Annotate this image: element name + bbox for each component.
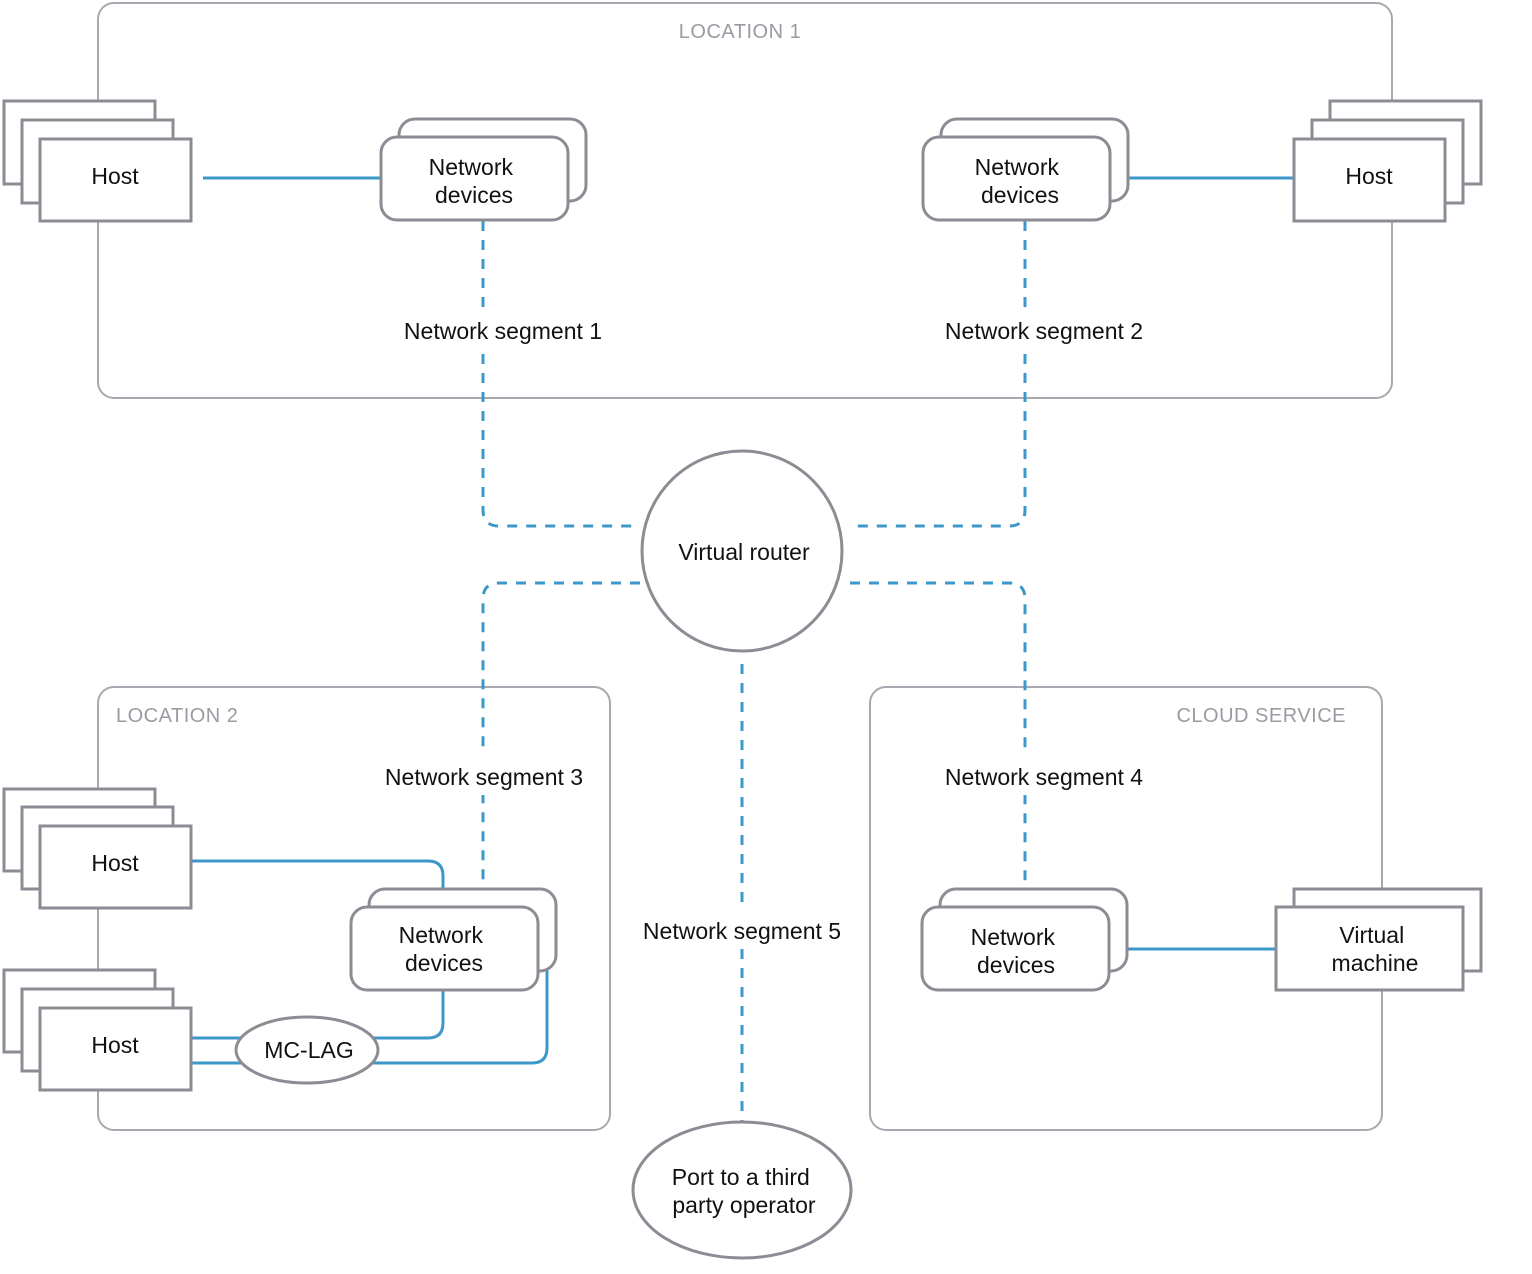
network-devices-l1-right[interactable]: Network devices	[921, 117, 1130, 222]
virtual-machine[interactable]: Virtual machine	[1274, 887, 1483, 992]
virtual-router-label: Virtual router	[678, 539, 810, 565]
host-l1-right[interactable]: Host	[1292, 99, 1483, 223]
network-devices-cloud[interactable]: Network devices	[920, 887, 1129, 992]
virtual-network-segments	[481, 221, 1027, 1122]
host-l1-left-label: Host	[91, 163, 139, 189]
network-devices-l1-right-label: Network devices	[975, 154, 1066, 208]
host-l2-top-label: Host	[91, 850, 139, 876]
virtual-router[interactable]: Virtual router	[640, 449, 844, 653]
segment-1-label: Network segment 1	[404, 318, 602, 344]
segment-labels: Network segment 1 Network segment 2 Netw…	[374, 308, 1154, 948]
mc-lag[interactable]: MC-LAG	[234, 1015, 380, 1085]
link-mc-lag-to-netdev-a	[191, 990, 445, 1040]
segment-1-path	[481, 221, 640, 528]
segment-3-label: Network segment 3	[385, 764, 583, 790]
host-l2-top[interactable]: Host	[2, 787, 193, 910]
segment-2-label: Network segment 2	[945, 318, 1143, 344]
zone-cloud-service-label: CLOUD SERVICE	[1176, 705, 1346, 727]
third-party-port[interactable]: Port to a third party operator	[631, 1120, 853, 1260]
mc-lag-label: MC-LAG	[264, 1037, 353, 1063]
zone-location-2-label: LOCATION 2	[116, 705, 238, 727]
host-l1-right-label: Host	[1345, 163, 1393, 189]
network-devices-l2-label: Network devices	[399, 922, 490, 976]
virtual-machine-label: Virtual machine	[1332, 922, 1419, 976]
segment-4-label: Network segment 4	[945, 764, 1143, 790]
segment-2-path	[850, 221, 1027, 528]
segment-4-path	[850, 581, 1027, 888]
network-devices-l2[interactable]: Network devices	[349, 887, 558, 992]
zone-location-1-label: LOCATION 1	[679, 21, 801, 43]
network-devices-cloud-label: Network devices	[971, 924, 1062, 978]
link-host-l2-top-to-netdev	[191, 859, 445, 888]
third-party-port-label: Port to a third party operator	[672, 1164, 816, 1218]
network-devices-l1-left[interactable]: Network devices	[379, 117, 588, 222]
host-l2-bottom[interactable]: Host	[2, 968, 193, 1092]
link-mc-lag-to-netdev-b	[191, 970, 549, 1065]
segment-5-label: Network segment 5	[643, 918, 841, 944]
host-l1-left[interactable]: Host	[2, 99, 193, 223]
network-devices-l1-left-label: Network devices	[429, 154, 520, 208]
zone-location-1: LOCATION 1	[97, 2, 1393, 399]
segment-3-path	[481, 581, 640, 888]
physical-links	[191, 176, 1294, 1065]
host-l2-bottom-label: Host	[91, 1032, 139, 1058]
